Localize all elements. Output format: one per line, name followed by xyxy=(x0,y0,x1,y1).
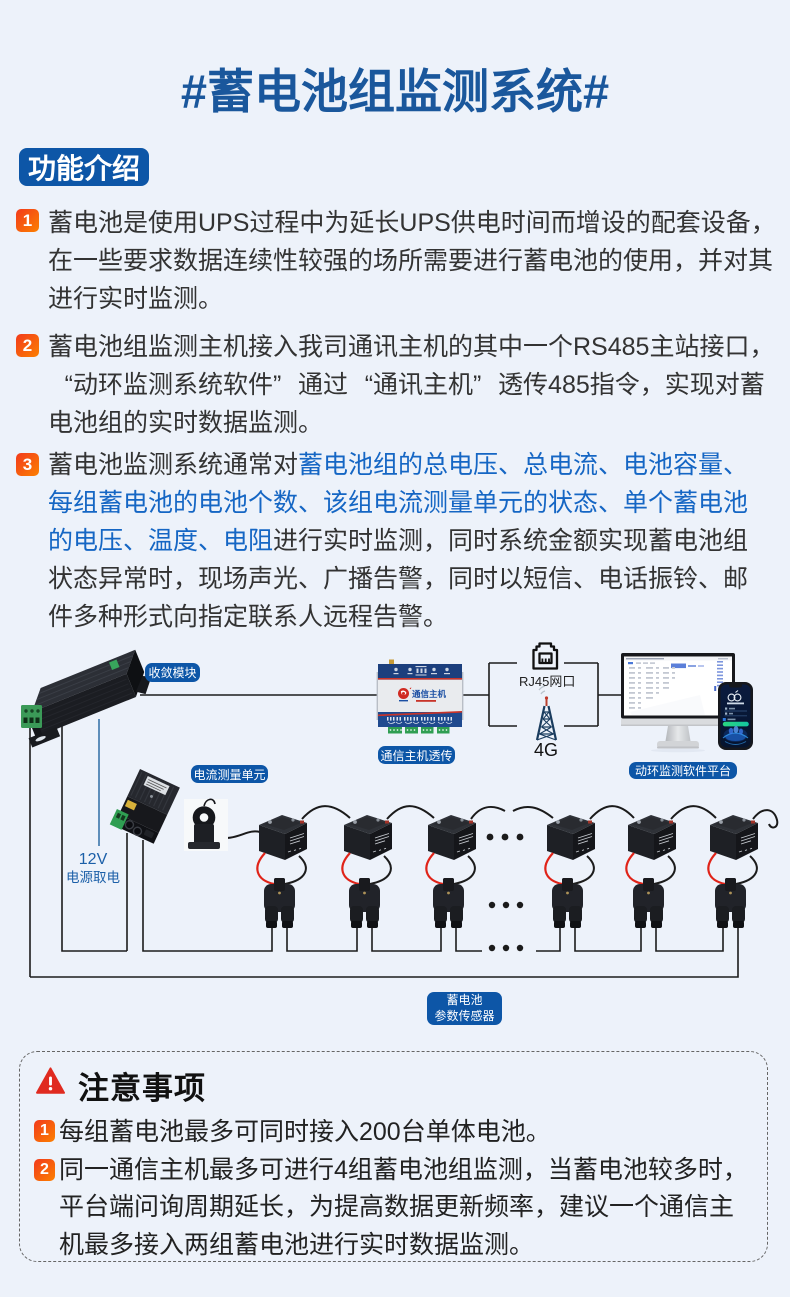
svg-text:通信主机: 通信主机 xyxy=(412,689,447,699)
